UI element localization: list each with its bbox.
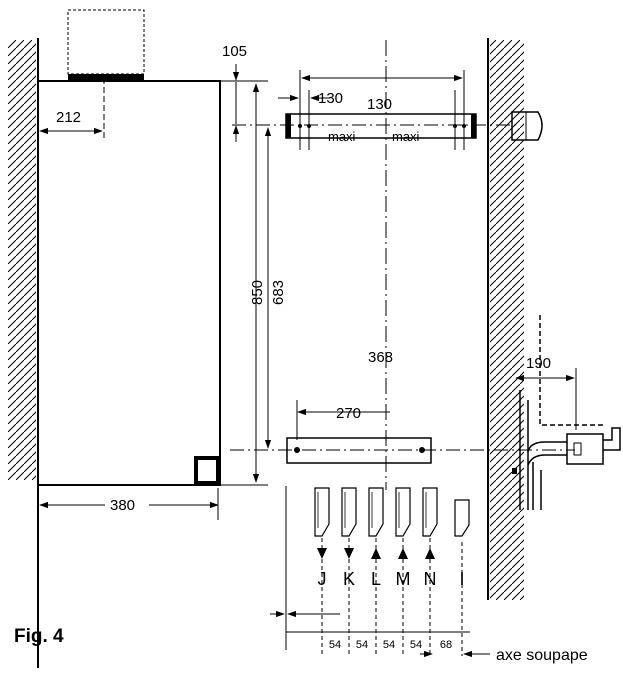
connection-pipe: [512, 315, 621, 510]
dim-270-label: 270: [336, 405, 361, 422]
dim-190-label: 190: [526, 355, 551, 372]
mounting-rail: [232, 70, 520, 150]
connection-j-tube: [314, 487, 330, 537]
dim-130a-label: 130: [318, 90, 343, 107]
figure-caption: Fig. 4: [14, 626, 64, 647]
connection-n-arrow-up: [425, 548, 435, 559]
dim-105-label: 105: [222, 43, 247, 60]
connection-k-tube: [341, 487, 357, 537]
dim-105: 105: [222, 43, 247, 142]
boiler-body: [37, 80, 221, 486]
valve-axis-label: axe soupape: [496, 647, 588, 664]
dim-683: 683: [264, 127, 287, 449]
dim-130-narrow: 130: [278, 90, 343, 107]
spacing-label: 54: [410, 639, 422, 651]
connection-m-tube: [395, 487, 411, 537]
connection-n-label: N: [424, 569, 437, 589]
left-wall: [8, 38, 39, 668]
dim-683-label: 683: [270, 280, 287, 305]
dim-270: 270: [297, 405, 390, 422]
connection-m-label: M: [396, 569, 411, 589]
connection-k-arrow-down: [344, 548, 354, 559]
spacing-label: 54: [356, 639, 368, 651]
connection-i-label: I: [459, 569, 464, 589]
dim-368-label: 368: [368, 349, 393, 366]
connection-l-arrow-up: [371, 548, 381, 559]
dim-190: 190: [515, 355, 577, 430]
connection-l-tube: [368, 487, 384, 537]
dim-850: 850: [249, 83, 266, 483]
spacing-label: 54: [383, 639, 395, 651]
connection-k-label: K: [343, 569, 355, 589]
dim-212-label: 212: [56, 109, 81, 126]
dim-130b-label: 130: [367, 96, 392, 113]
maxi-label-b: maxi: [392, 129, 420, 144]
lower-bracket: [230, 400, 575, 464]
connection-j-label: J: [318, 569, 327, 589]
right-wall: [487, 38, 524, 600]
connection-m: M: [395, 487, 411, 656]
dim-380-label: 380: [110, 497, 135, 514]
connection-n-tube: [422, 487, 438, 537]
dim-130-wide: 130: [301, 74, 463, 113]
connection-j: J: [314, 487, 330, 656]
connection-i: I: [454, 499, 470, 656]
connection-n: N: [422, 487, 438, 656]
wall-plug: [511, 111, 543, 141]
spacing-label: 68: [440, 639, 452, 651]
connection-j-arrow-down: [317, 548, 327, 559]
spacing-dimensions: axe soupape 54 54 54 54 68: [270, 486, 588, 664]
connection-l-label: L: [371, 569, 381, 589]
dim-850-label: 850: [249, 280, 266, 305]
dim-212: 212: [39, 109, 103, 135]
connection-i-tube: [454, 499, 470, 537]
connection-l: L: [368, 487, 384, 656]
connection-k: K: [341, 487, 357, 656]
flue-outlet: [67, 9, 145, 140]
maxi-label-a: maxi: [328, 129, 356, 144]
dim-380: 380: [39, 494, 219, 514]
spacing-label: 54: [329, 639, 341, 651]
connection-m-arrow-up: [398, 548, 408, 559]
